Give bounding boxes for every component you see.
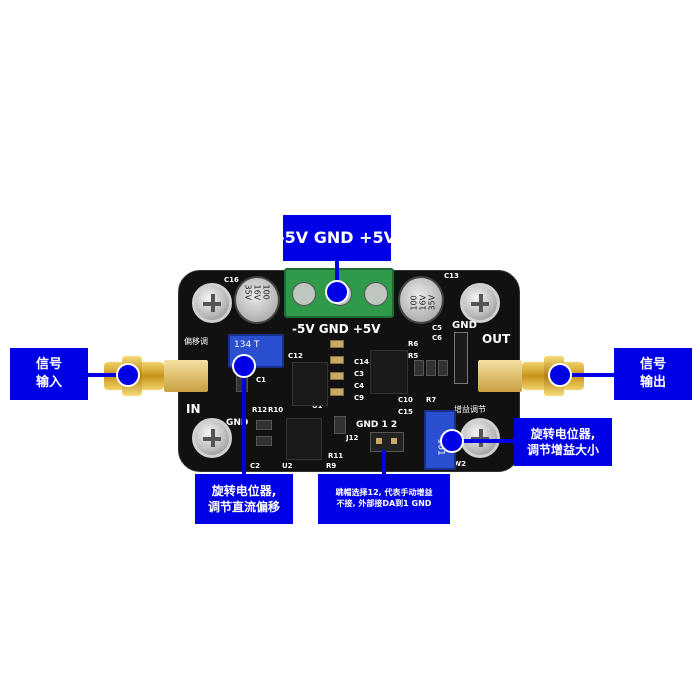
sma-flange bbox=[478, 360, 522, 392]
ref-c13: C13 bbox=[444, 272, 459, 280]
silkscreen-gain-label: 增益调节 bbox=[454, 405, 486, 414]
ref-c5: C5 bbox=[432, 324, 443, 332]
pin-header-right bbox=[454, 332, 468, 384]
sma-flange bbox=[164, 360, 208, 392]
callout-line-gain-pot bbox=[458, 439, 514, 443]
smd-component bbox=[256, 436, 272, 446]
silkscreen-j12: J12 bbox=[346, 434, 359, 442]
callout-dot-gain-pot bbox=[440, 429, 464, 453]
ref-u2: U2 bbox=[282, 462, 293, 470]
callout-gain-pot: 旋转电位器, 调节增益大小 bbox=[514, 418, 612, 466]
callout-line-signal-out bbox=[566, 373, 614, 377]
ref-c6: C6 bbox=[432, 334, 443, 342]
callout-jumper-line2: 不接, 外部接DA到1 GND bbox=[336, 499, 432, 508]
callout-offset-line2: 调节直流偏移 bbox=[207, 500, 280, 514]
silkscreen-out: OUT bbox=[482, 332, 511, 346]
ref-c15: C15 bbox=[398, 408, 413, 416]
callout-dot-power bbox=[325, 280, 349, 304]
callout-jumper: 跳帽选择12, 代表手动增益 不接, 外部接DA到1 GND bbox=[318, 474, 450, 524]
silkscreen-supply-row: -5V GND +5V bbox=[292, 322, 381, 336]
smd-component bbox=[330, 388, 344, 396]
callout-power: -5V GND +5V bbox=[278, 215, 396, 261]
ic-u1 bbox=[292, 362, 328, 406]
callout-line-offset-pot bbox=[242, 372, 246, 474]
capacitor-label-left: 100 16V 35V bbox=[243, 284, 271, 301]
smd-component bbox=[330, 340, 344, 348]
callout-jumper-line1: 跳帽选择12, 代表手动增益 bbox=[335, 488, 433, 498]
ref-c16: C16 bbox=[224, 276, 239, 284]
ref-c2: C2 bbox=[250, 462, 261, 470]
mounting-screw-bottom-left bbox=[192, 418, 232, 458]
ref-r7: R7 bbox=[426, 396, 437, 404]
callout-line-power bbox=[335, 261, 339, 285]
capacitor-label-right: 100 16V 35V bbox=[409, 294, 437, 311]
callout-gain-line1: 旋转电位器, bbox=[530, 426, 596, 441]
callout-signal-in-line2: 输入 bbox=[35, 375, 62, 390]
callout-signal-out-line1: 信号 bbox=[639, 357, 666, 373]
silkscreen-jumper-row: GND 1 2 bbox=[356, 420, 398, 430]
silkscreen-gnd-left: GND bbox=[226, 418, 249, 428]
smd-component bbox=[438, 360, 448, 376]
ref-r11: R11 bbox=[328, 452, 344, 460]
callout-dot-signal-out bbox=[548, 363, 572, 387]
callout-line-jumper bbox=[382, 450, 386, 474]
terminal-screw bbox=[292, 282, 316, 306]
ref-u1: U1 bbox=[312, 402, 323, 410]
callout-signal-in: 信号 输入 bbox=[10, 348, 88, 400]
ref-c10: C10 bbox=[398, 396, 413, 404]
callout-gain-line2: 调节增益大小 bbox=[526, 443, 599, 457]
smd-component bbox=[330, 372, 344, 380]
ref-r12: R12 bbox=[252, 406, 268, 414]
mounting-screw-top-right bbox=[460, 283, 500, 323]
callout-offset-pot: 旋转电位器, 调节直流偏移 bbox=[195, 474, 293, 524]
ic-u2 bbox=[286, 418, 322, 460]
silkscreen-offset-label: 偏移调 bbox=[184, 337, 208, 346]
terminal-screw bbox=[364, 282, 388, 306]
power-terminal-block bbox=[284, 268, 394, 318]
jumper-pin bbox=[391, 438, 397, 444]
ref-c9: C9 bbox=[354, 394, 365, 402]
smd-component bbox=[256, 420, 272, 430]
smd-component bbox=[414, 360, 424, 376]
pot-label-left: 134 T bbox=[234, 340, 260, 350]
ref-r10: R10 bbox=[268, 406, 284, 414]
electrolytic-capacitor-right: 100 16V 35V bbox=[398, 276, 444, 324]
mounting-screw-bottom-right bbox=[460, 418, 500, 458]
ref-c3: C3 bbox=[354, 370, 365, 378]
ref-r5: R5 bbox=[408, 352, 419, 360]
ic-u3 bbox=[370, 350, 408, 394]
callout-signal-out-line2: 输出 bbox=[639, 375, 666, 390]
callout-signal-out: 信号 输出 bbox=[614, 348, 692, 400]
ref-c1: C1 bbox=[256, 376, 267, 384]
ref-r9: R9 bbox=[326, 462, 337, 470]
smd-component bbox=[330, 356, 344, 364]
silkscreen-in: IN bbox=[186, 402, 201, 416]
smd-component bbox=[334, 416, 346, 434]
ref-c12: C12 bbox=[288, 352, 303, 360]
ref-r6: R6 bbox=[408, 340, 419, 348]
callout-dot-offset-pot bbox=[232, 354, 256, 378]
silkscreen-gnd-top: GND bbox=[452, 320, 477, 331]
electrolytic-capacitor-left: 100 16V 35V bbox=[234, 276, 280, 324]
jumper-header-j12[interactable] bbox=[370, 432, 404, 452]
ref-c4: C4 bbox=[354, 382, 365, 390]
callout-dot-signal-in bbox=[116, 363, 140, 387]
mounting-screw-top-left bbox=[192, 283, 232, 323]
smd-component bbox=[426, 360, 436, 376]
callout-line-signal-in bbox=[88, 373, 120, 377]
callout-offset-line1: 旋转电位器, bbox=[211, 483, 277, 498]
ref-rw2: RW2 bbox=[448, 460, 466, 468]
jumper-pin bbox=[376, 438, 382, 444]
callout-signal-in-line1: 信号 bbox=[35, 357, 62, 373]
ref-c14: C14 bbox=[354, 358, 369, 366]
callout-power-label: -5V GND +5V bbox=[277, 228, 397, 248]
